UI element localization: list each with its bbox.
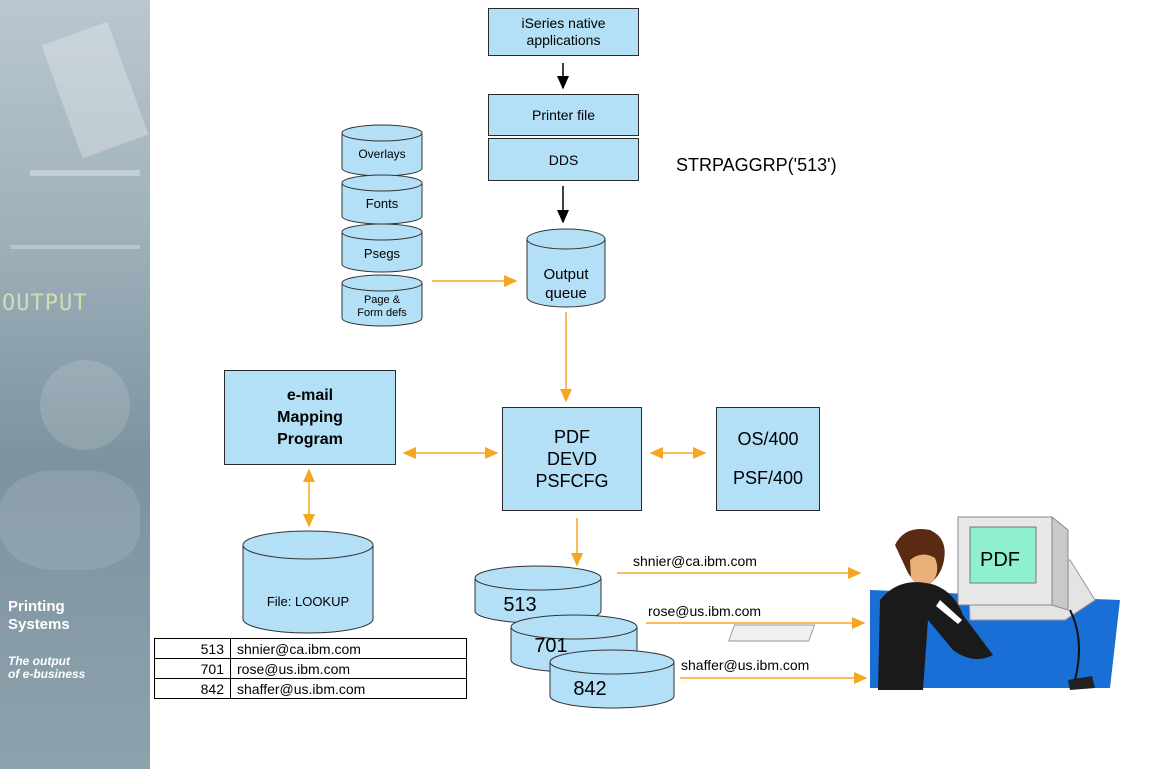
lookup-file-label: File: LOOKUP bbox=[266, 593, 350, 609]
lookup-key: 701 bbox=[154, 658, 231, 679]
pdf-line-2: DEVD bbox=[546, 449, 597, 469]
table-row: 842 shaffer@us.ibm.com bbox=[154, 678, 467, 699]
lookup-key: 842 bbox=[154, 678, 231, 699]
output-queue-line-2: queue bbox=[545, 285, 587, 302]
lookup-key: 513 bbox=[154, 638, 231, 659]
command-text: STRPAGGRP('513') bbox=[676, 155, 837, 175]
email-mapping-line-1: e-mail bbox=[286, 386, 334, 404]
cylinder-page-form-defs bbox=[341, 274, 423, 327]
cylinder-output-queue bbox=[526, 228, 606, 308]
lookup-email: shaffer@us.ibm.com bbox=[230, 678, 467, 699]
email-mapping-line-3: Program bbox=[277, 430, 343, 448]
page-form-line-1: Page & bbox=[363, 294, 401, 306]
pdf-devd-box: PDF DEVD PSFCFG bbox=[502, 407, 642, 511]
recipient-email-2: rose@us.ibm.com bbox=[648, 603, 762, 619]
os400-label: OS/400 bbox=[737, 429, 799, 449]
recipient-email-1: shnier@ca.ibm.com bbox=[633, 553, 757, 569]
output-queue-line-1: Output bbox=[543, 266, 589, 283]
monitor-pdf-label: PDF bbox=[980, 548, 1020, 571]
dds-box: DDS bbox=[488, 138, 639, 181]
fonts-label: Fonts bbox=[365, 195, 399, 211]
email-mapping-box: e-mail Mapping Program bbox=[224, 370, 396, 465]
cylinder-lookup-file bbox=[242, 530, 374, 634]
brand-line-1: Printing bbox=[8, 598, 65, 615]
spool-label-701: 701 bbox=[534, 634, 568, 657]
cylinder-spool-842 bbox=[549, 649, 675, 709]
cylinder-overlays bbox=[341, 124, 423, 177]
page-form-defs-label: Page & Form defs bbox=[342, 292, 422, 322]
brand-tagline: The output of e-business bbox=[8, 655, 85, 681]
spool-label-842: 842 bbox=[573, 677, 607, 700]
psf400-label: PSF/400 bbox=[732, 468, 804, 488]
os400-box: OS/400 PSF/400 bbox=[716, 407, 820, 511]
printer-file-box: Printer file bbox=[488, 94, 639, 136]
tagline-line-2: of e-business bbox=[8, 667, 86, 681]
tagline-line-1: The output bbox=[8, 654, 70, 668]
psegs-label: Psegs bbox=[363, 245, 401, 261]
overlays-label: Overlays bbox=[358, 147, 406, 161]
page-form-line-2: Form defs bbox=[357, 307, 407, 319]
sidebar-banner: OUTPUT Printing Systems The output of e-… bbox=[0, 0, 150, 769]
printer-file-label: Printer file bbox=[531, 107, 596, 123]
cylinder-psegs bbox=[341, 223, 423, 273]
pdf-line-3: PSFCFG bbox=[535, 471, 609, 491]
lookup-email: shnier@ca.ibm.com bbox=[230, 638, 467, 659]
dds-label: DDS bbox=[548, 151, 579, 168]
spool-label-513: 513 bbox=[503, 593, 537, 616]
workstation-illustration bbox=[728, 515, 1120, 690]
output-queue-label: Output queue bbox=[527, 264, 605, 304]
cylinder-fonts bbox=[341, 174, 423, 225]
cylinder-spool-513 bbox=[474, 565, 602, 624]
native-apps-box: iSeries native applications bbox=[488, 8, 639, 56]
lookup-email: rose@us.ibm.com bbox=[230, 658, 467, 679]
table-row: 513 shnier@ca.ibm.com bbox=[154, 638, 467, 659]
lookup-table: 513 shnier@ca.ibm.com 701 rose@us.ibm.co… bbox=[154, 638, 467, 699]
output-band-text: OUTPUT bbox=[2, 291, 88, 316]
recipient-email-3: shaffer@us.ibm.com bbox=[681, 657, 810, 673]
pdf-line-1: PDF bbox=[554, 427, 590, 447]
brand-name: Printing Systems bbox=[8, 598, 70, 634]
brand-line-2: Systems bbox=[8, 616, 70, 633]
email-mapping-line-2: Mapping bbox=[277, 408, 343, 426]
native-apps-label: iSeries native applications bbox=[521, 15, 606, 48]
table-row: 701 rose@us.ibm.com bbox=[154, 658, 467, 679]
